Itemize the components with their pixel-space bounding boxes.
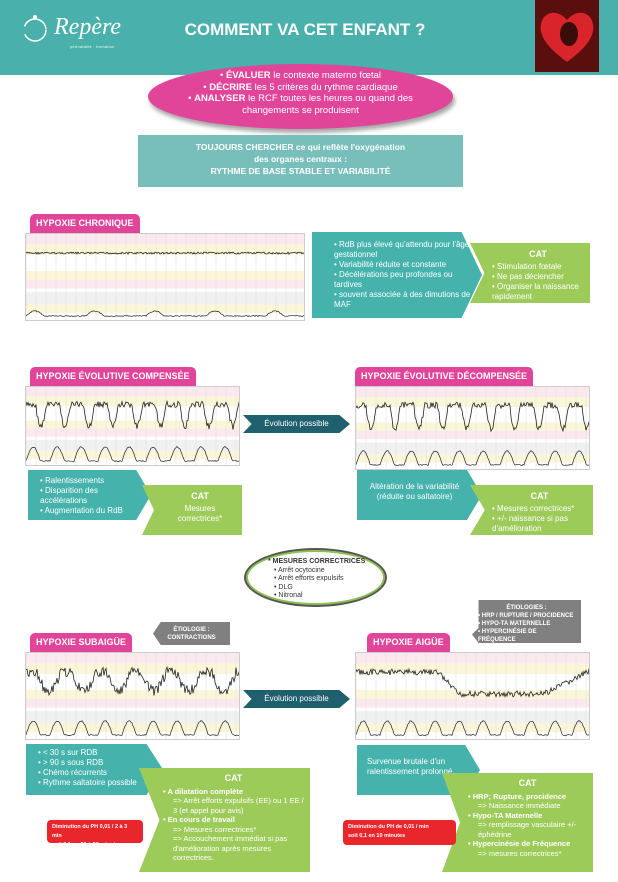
header-banner <box>0 0 618 75</box>
key-message-box: TOUJOURS CHERCHER ce qui reflète l'oxygé… <box>138 135 463 187</box>
ctg-band <box>356 442 589 455</box>
ctg-band <box>26 653 239 664</box>
cat-compensee: CAT Mesures correctrices* <box>142 485 242 535</box>
page-title: COMMENT VA CET ENFANT ? <box>184 20 426 39</box>
fhr-trace <box>26 251 304 255</box>
ctg-band <box>26 698 239 708</box>
uterine-trace <box>26 445 239 462</box>
label-hypoxie-decompensee: HYPOXIE ÉVOLUTIVE DÉCOMPENSÉE <box>355 367 534 386</box>
ctg-band <box>26 396 239 407</box>
uterine-trace <box>356 720 589 736</box>
signs-subaigue: < 30 s sur RDB> 90 s sous RDBChémo récur… <box>26 744 163 795</box>
ctg-band <box>356 723 589 733</box>
fhr-trace <box>26 399 239 430</box>
ctg-band <box>356 698 589 708</box>
label-hypoxie-aigue: HYPOXIE AIGÜE <box>367 633 450 652</box>
ctg-band <box>26 689 239 699</box>
logo-name: Repère <box>54 14 122 40</box>
ctg-band <box>26 428 239 437</box>
ctg-trace-chronique <box>25 233 305 321</box>
etiologies-aigue: ÉTIOLOGIES : HRP / RUPTURE / PROCIDENCEH… <box>472 600 581 643</box>
ctg-trace-compensee <box>25 386 240 466</box>
cat-chronique: CAT Stimulation fœtaleNe pas déclencherO… <box>470 243 590 303</box>
ctg-band <box>356 454 589 463</box>
fhr-trace <box>356 401 589 433</box>
etiologie-subaigue: ÉTIOLOGIE :CONTRACTIONS <box>153 622 230 645</box>
uterine-trace <box>356 450 589 467</box>
evolution-arrow-1: Évolution possible <box>243 415 350 433</box>
mesures-correctrices-oval: * MESURES CORRECTRICES Arrêt ocytocineAr… <box>246 550 385 605</box>
label-hypoxie-chronique: HYPOXIE CHRONIQUE <box>30 214 140 233</box>
ctg-band <box>356 653 589 664</box>
ctg-band <box>26 304 304 314</box>
uterine-trace <box>26 310 304 317</box>
fhr-trace <box>26 665 239 697</box>
ctg-trace-aigue <box>355 652 590 740</box>
ctg-band <box>26 279 304 289</box>
label-hypoxie-subaigue: HYPOXIE SUBAIGÜE <box>30 633 133 652</box>
fhr-trace <box>356 667 589 699</box>
ctg-band <box>356 711 589 724</box>
cat-subaigue: CAT • A dilatation complète => Arrêt eff… <box>139 768 310 872</box>
ctg-band <box>356 663 589 675</box>
cat-decompensee: CAT Mesures correctrices*+/- naissance s… <box>470 485 593 535</box>
ctg-band <box>26 451 239 459</box>
ctg-band <box>26 420 239 429</box>
heart-fetus-image <box>535 0 599 72</box>
ctg-band <box>26 234 304 245</box>
ctg-band <box>356 422 589 431</box>
intro-ellipse: • ÉVALUER le contexte materno fœtal • DÉ… <box>148 64 453 129</box>
ctg-band <box>26 439 239 451</box>
signs-chronique: RdB plus élevé qu'attendu pour l'âge ges… <box>312 232 482 318</box>
logo-icon <box>23 15 47 42</box>
ctg-band <box>26 387 239 397</box>
ctg-band <box>356 674 589 690</box>
logo-tagline: périnatalité · formation <box>70 44 115 49</box>
ctg-band <box>26 244 304 256</box>
ctg-band <box>26 723 239 733</box>
evolution-arrow-2: Évolution possible <box>243 690 350 708</box>
ctg-trace-subaigue <box>25 652 240 740</box>
ctg-trace-decompensee <box>355 386 590 470</box>
ctg-band <box>356 430 589 440</box>
ctg-band <box>26 270 304 280</box>
ctg-band <box>356 387 589 398</box>
signs-decompensee: Altération de la variabilité (réduite ou… <box>357 470 482 520</box>
ctg-band <box>356 397 589 408</box>
label-hypoxie-compensee: HYPOXIE ÉVOLUTIVE COMPENSÉE <box>30 367 196 386</box>
cat-aigue: CAT • HRP; Rupture, procidence => Naissa… <box>442 773 593 872</box>
repere-logo: Repère périnatalité · formation <box>20 12 130 52</box>
ctg-band <box>26 255 304 271</box>
signs-compensee: RalentissementsDisparition des accélérat… <box>28 470 151 520</box>
ctg-band <box>26 292 304 305</box>
uterine-trace <box>26 720 239 736</box>
